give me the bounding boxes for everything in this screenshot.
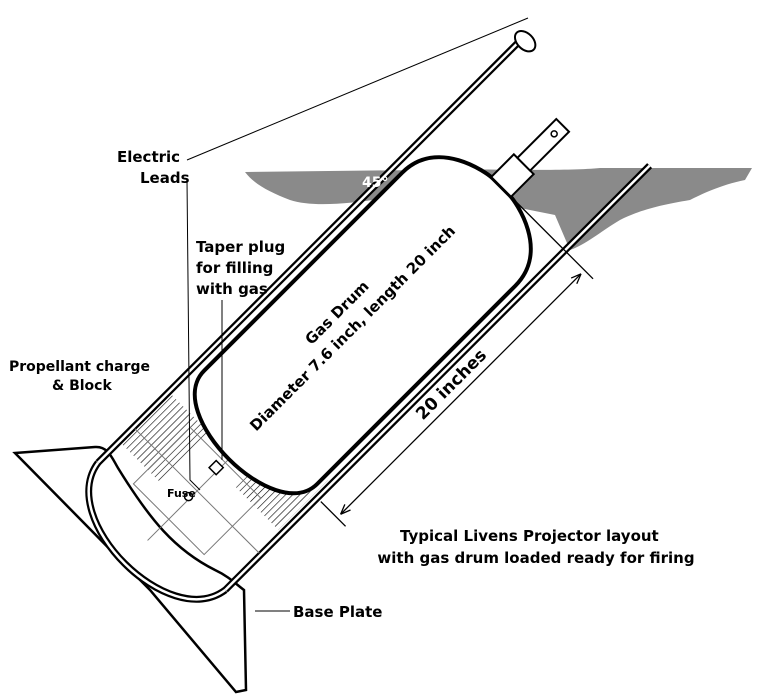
electric-leads-label: Electric Leads bbox=[117, 148, 190, 187]
electric-leads bbox=[186, 17, 529, 491]
taper-plug-label: Taper plug for filling with gas bbox=[196, 238, 290, 298]
muzzle-rim bbox=[513, 30, 537, 53]
projector-tube: Gas Drum Diameter 7.6 inch, length 20 in… bbox=[85, 30, 653, 603]
fuse-icon bbox=[183, 491, 194, 502]
gas-drum bbox=[192, 155, 533, 496]
taper-plug bbox=[208, 459, 225, 476]
hatched-fill-upper bbox=[120, 393, 210, 482]
propellant-label: Propellant charge & Block bbox=[9, 359, 155, 394]
drum-valve bbox=[515, 117, 571, 173]
angle-label: 45° bbox=[362, 175, 388, 191]
caption: Typical Livens Projector layout with gas… bbox=[377, 527, 694, 567]
dimension-line bbox=[320, 200, 594, 527]
fuse-label: Fuse bbox=[167, 487, 196, 500]
base-plate-label: Base Plate bbox=[293, 603, 382, 621]
